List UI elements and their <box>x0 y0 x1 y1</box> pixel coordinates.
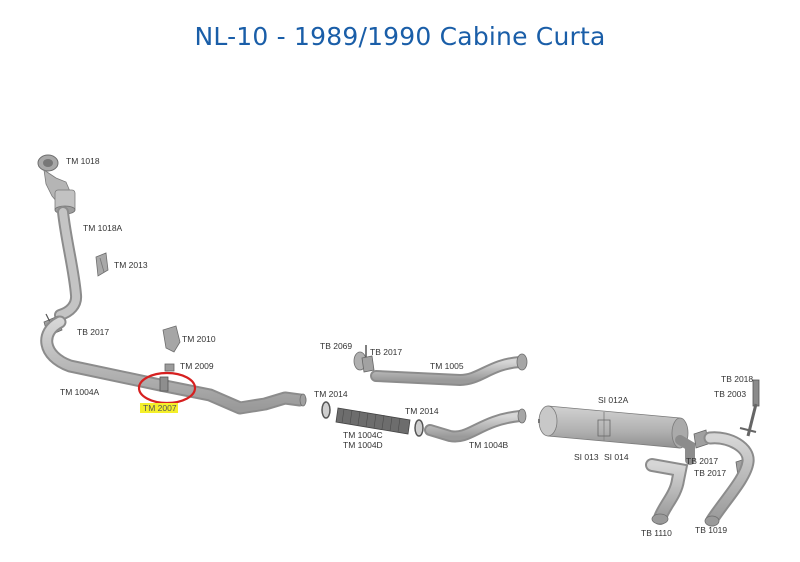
part-tm2014-left[interactable] <box>321 401 331 419</box>
part-tb2003[interactable] <box>739 403 758 437</box>
part-tm1004a[interactable] <box>40 315 307 415</box>
label-si012a: SI 012A <box>598 395 629 405</box>
label-tb2003: TB 2003 <box>714 389 746 399</box>
part-tb2018[interactable] <box>752 379 760 407</box>
label-tb2017-left: TB 2017 <box>77 327 109 337</box>
label-tb1019: TB 1019 <box>695 525 727 535</box>
label-tb1110: TB 1110 <box>641 528 672 538</box>
label-tm1004c: TM 1004C <box>343 430 383 440</box>
part-tb2017-middle[interactable] <box>361 345 375 373</box>
part-tm2009[interactable] <box>164 363 175 372</box>
label-tm2007-highlight <box>140 403 178 413</box>
label-tm2010: TM 2010 <box>182 334 216 344</box>
label-tb2017-right-upper: TB 2017 <box>686 456 718 466</box>
part-si012a-muffler[interactable] <box>538 405 689 449</box>
label-tm1005: TM 1005 <box>430 361 464 371</box>
part-tb1019[interactable] <box>703 431 755 527</box>
label-tm2009: TM 2009 <box>180 361 214 371</box>
label-si013: SI 013 <box>574 452 599 462</box>
part-tm1005[interactable] <box>370 353 528 387</box>
label-tb2069: TB 2069 <box>320 341 352 351</box>
label-si014: SI 014 <box>604 452 629 462</box>
label-tb2017-middle: TB 2017 <box>370 347 402 357</box>
diagram-title: NL-10 - 1989/1990 Cabine Curta <box>194 22 606 51</box>
label-tb2017-right-lower: TB 2017 <box>694 468 726 478</box>
label-tm1018: TM 1018 <box>66 156 100 166</box>
part-si013[interactable] <box>597 419 611 437</box>
label-tm2013: TM 2013 <box>114 260 148 270</box>
part-tm2010[interactable] <box>162 325 181 353</box>
part-tb1110[interactable] <box>645 435 695 525</box>
label-tm1004a: TM 1004A <box>60 387 100 397</box>
part-tm2013[interactable] <box>95 252 109 277</box>
part-tm2014-right[interactable] <box>414 419 424 437</box>
label-tm1018a: TM 1018A <box>83 223 123 233</box>
part-tm1004b[interactable] <box>424 408 527 443</box>
label-tm1004b: TM 1004B <box>469 440 509 450</box>
part-tm2007[interactable] <box>159 376 169 392</box>
label-tm2007: TM 2007 <box>143 403 177 413</box>
label-tm2014-left: TM 2014 <box>314 389 348 399</box>
label-tb2018: TB 2018 <box>721 374 753 384</box>
label-tm1004d: TM 1004D <box>343 440 383 450</box>
label-tm2014-right: TM 2014 <box>405 406 439 416</box>
part-tm1004c-flex[interactable] <box>335 407 411 435</box>
